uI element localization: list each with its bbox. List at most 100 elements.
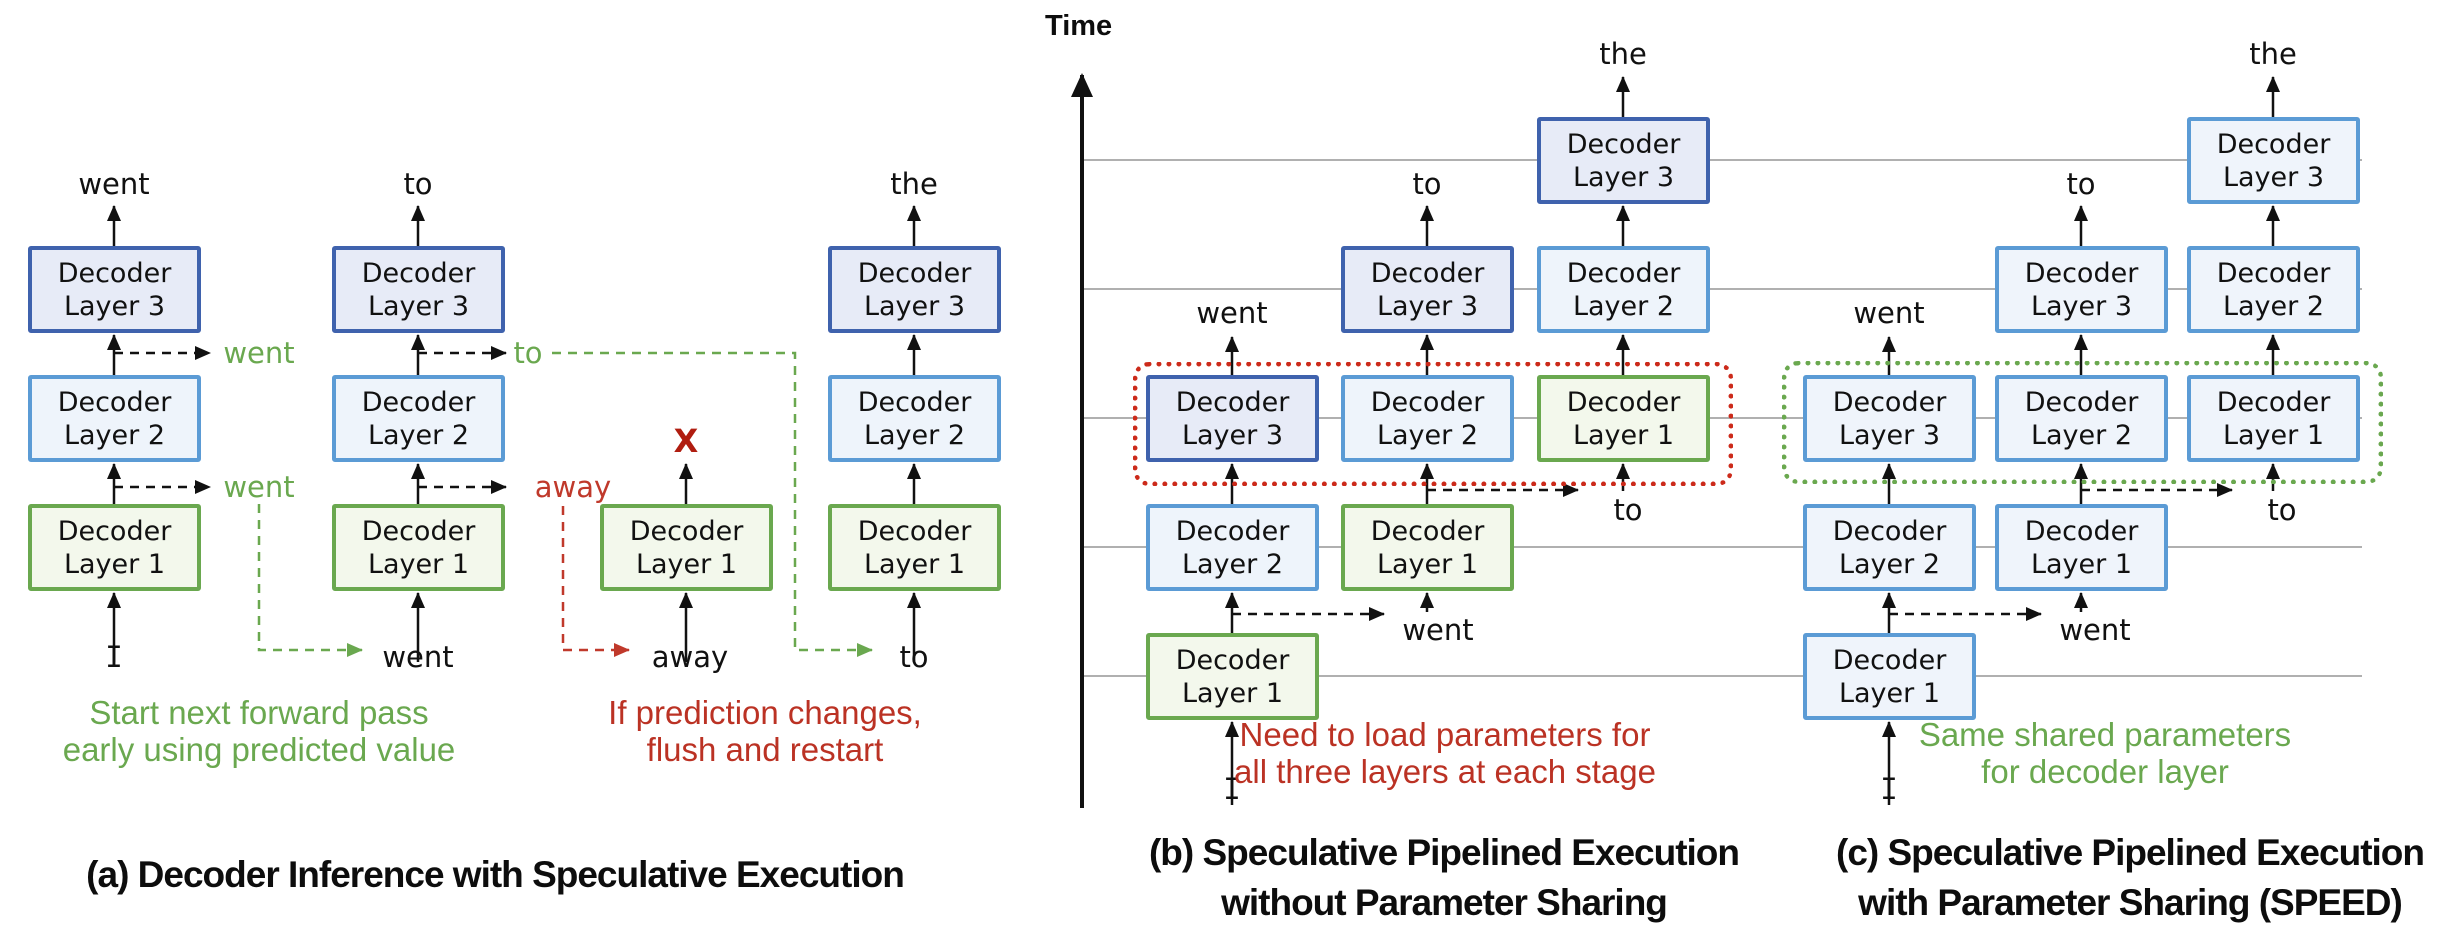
box-line: Layer 3 [863, 290, 966, 322]
box-line: Layer 2 [2222, 290, 2325, 322]
box-line: Layer 1 [1838, 677, 1941, 709]
box-line: Layer 3 [1376, 290, 1479, 322]
box-line: Decoder [57, 257, 172, 289]
pipelined-token: went [2059, 613, 2131, 647]
pipelined-token: went [1402, 613, 1474, 647]
output-token: the [890, 167, 938, 201]
input-token: to [899, 640, 929, 674]
panel-c-caption: (c) Speculative Pipelined Execution with… [1835, 828, 2425, 928]
box-line: Layer 2 [1838, 548, 1941, 580]
box-line: Decoder [1832, 515, 1947, 547]
output-token: went [1196, 296, 1268, 330]
caption-line: without Parameter Sharing [1221, 882, 1668, 923]
box-line: Layer 3 [367, 290, 470, 322]
caption-line: with Parameter Sharing (SPEED) [1858, 882, 2403, 923]
output-token: to [403, 167, 433, 201]
box-line: Decoder [2216, 386, 2331, 418]
box-line: Decoder [1370, 257, 1485, 289]
box-line: Decoder [629, 515, 744, 547]
box-line: Decoder [1175, 644, 1290, 676]
box-line: Layer 1 [63, 548, 166, 580]
box-line: Layer 1 [2222, 419, 2325, 451]
box-line: Layer 3 [1572, 161, 1675, 193]
note-line: If prediction changes, [608, 694, 922, 731]
box-line: Decoder [2024, 515, 2139, 547]
box-line: Layer 3 [1181, 419, 1284, 451]
box-line: Layer 2 [1376, 419, 1479, 451]
box-line: Decoder [1566, 386, 1681, 418]
input-token: I [105, 640, 123, 674]
caption-line: (c) Speculative Pipelined Execution [1835, 832, 2425, 873]
input-token: went [382, 640, 454, 674]
box-line: Decoder [57, 515, 172, 547]
box-line: Decoder [57, 386, 172, 418]
panel-a-arrows [107, 205, 921, 662]
box-line: Decoder [857, 515, 972, 547]
box-line: Layer 2 [1572, 290, 1675, 322]
box-line: Layer 3 [63, 290, 166, 322]
box-line: Decoder [361, 386, 476, 418]
output-token: went [78, 167, 150, 201]
box-line: Layer 1 [863, 548, 966, 580]
box-line: Decoder [1370, 515, 1485, 547]
input-token: I [1880, 772, 1898, 806]
parameter-load-note: Need to load parameters for all three la… [1234, 716, 1656, 790]
box-line: Layer 2 [863, 419, 966, 451]
note-line: flush and restart [646, 731, 884, 768]
shared-parameters-note: Same shared parameters for decoder layer [1919, 716, 2291, 790]
box-line: Decoder [1370, 386, 1485, 418]
pipelined-token: to [1613, 493, 1643, 527]
panel-a-caption: (a) Decoder Inference with Speculative E… [86, 854, 905, 895]
box-line: Decoder [1832, 644, 1947, 676]
panel-a-speculative-connectors [257, 351, 873, 657]
predicted-token: to [513, 336, 543, 370]
panel-b-caption: (b) Speculative Pipelined Execution with… [1149, 828, 1740, 928]
note-line: Same shared parameters [1918, 716, 2292, 753]
box-line: Layer 1 [635, 548, 738, 580]
output-token: the [2249, 37, 2297, 71]
box-line: Layer 3 [2222, 161, 2325, 193]
input-token: I [1223, 772, 1241, 806]
box-line: Decoder [1832, 386, 1947, 418]
output-token: went [1853, 296, 1925, 330]
box-line: Decoder [2024, 386, 2139, 418]
box-line: Layer 2 [63, 419, 166, 451]
box-line: Decoder [1566, 257, 1681, 289]
time-axis-label: Time [1045, 10, 1113, 42]
output-token: to [1412, 167, 1442, 201]
output-token: the [1599, 37, 1647, 71]
pipelined-token: to [2267, 493, 2297, 527]
box-line: Decoder [857, 386, 972, 418]
input-token: away [651, 640, 729, 674]
box-line: Layer 1 [1572, 419, 1675, 451]
predicted-token: went [223, 470, 295, 504]
box-line: Decoder [361, 257, 476, 289]
box-line: Decoder [361, 515, 476, 547]
note-line: early using predicted value [62, 731, 456, 768]
flush-x-mark: X [673, 422, 699, 460]
all-layers-stage-highlight-box [1133, 362, 1733, 486]
note-line: all three layers at each stage [1234, 753, 1656, 790]
mispredicted-token: away [534, 470, 612, 504]
